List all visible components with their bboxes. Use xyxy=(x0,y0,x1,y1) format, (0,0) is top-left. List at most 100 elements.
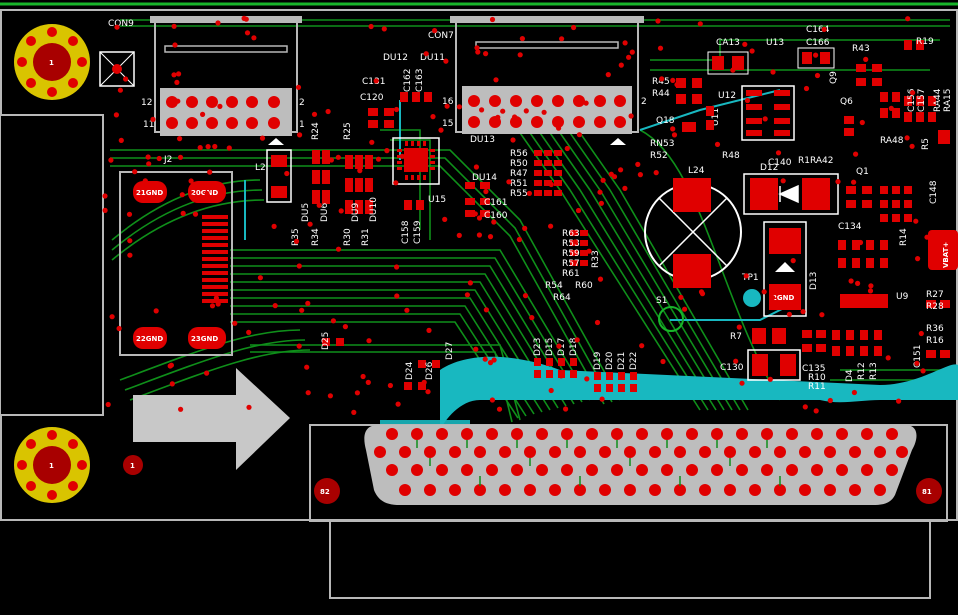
d12-pad-right[interactable] xyxy=(802,178,830,210)
via xyxy=(733,358,739,364)
r19-label: R19 xyxy=(916,37,934,47)
via xyxy=(780,178,786,184)
resistor-array-left[interactable] xyxy=(312,150,373,214)
via xyxy=(394,293,400,299)
j2-pad-23gnd[interactable] xyxy=(188,327,226,349)
via xyxy=(171,72,177,78)
via xyxy=(867,288,874,294)
vbat-pad[interactable] xyxy=(928,230,958,270)
r31-label: R31 xyxy=(361,228,371,246)
j2-signal-pads[interactable] xyxy=(202,215,228,303)
c157-label: C157 xyxy=(917,89,927,112)
s1-pad[interactable] xyxy=(658,306,684,332)
via xyxy=(105,401,111,408)
cyan-ground-pour xyxy=(440,356,958,430)
l2-pad-bottom[interactable] xyxy=(271,186,287,198)
r7-pad-right[interactable] xyxy=(772,328,786,344)
via xyxy=(483,51,489,57)
u15-body[interactable] xyxy=(404,148,428,172)
via xyxy=(800,309,806,315)
tp1-pad[interactable] xyxy=(743,289,761,307)
db-mount-82[interactable] xyxy=(314,478,340,504)
via xyxy=(482,356,488,362)
via xyxy=(109,314,115,320)
l2-pad-top[interactable] xyxy=(271,155,287,167)
d12-pad-left[interactable] xyxy=(750,178,778,210)
l24-pad-top[interactable] xyxy=(673,178,711,212)
via xyxy=(246,329,252,335)
l24-pad-bottom[interactable] xyxy=(673,254,711,288)
fiducial-pin1[interactable] xyxy=(123,455,143,475)
via xyxy=(102,207,108,213)
j2-pad-21gnd[interactable] xyxy=(133,181,167,203)
right-side-components[interactable] xyxy=(676,40,950,358)
d13-pad-top[interactable] xyxy=(769,228,801,254)
c158-label: C158 xyxy=(401,220,411,244)
via xyxy=(635,161,641,167)
ca13-pad-right[interactable] xyxy=(732,56,744,70)
via xyxy=(819,312,825,318)
u15-pins xyxy=(397,141,435,180)
r58-label: R58 xyxy=(562,239,580,249)
via xyxy=(189,194,195,200)
r16-label: R16 xyxy=(926,336,944,346)
via xyxy=(770,69,776,75)
via xyxy=(423,51,429,57)
via xyxy=(622,185,628,191)
via xyxy=(714,141,721,147)
via xyxy=(859,119,865,126)
via xyxy=(217,103,223,109)
u15-support-caps[interactable] xyxy=(368,92,490,217)
db-connector-pins[interactable] xyxy=(374,428,908,496)
r35-label: R35 xyxy=(291,228,301,246)
via xyxy=(399,153,405,159)
via xyxy=(473,164,479,170)
c166-pad-left[interactable] xyxy=(802,52,812,64)
con7-pin1-marker xyxy=(610,138,626,145)
s1-label: S1 xyxy=(656,296,667,306)
via xyxy=(243,16,249,22)
r25-label: R25 xyxy=(343,122,353,140)
j2-pad-22gnd[interactable] xyxy=(133,327,167,349)
via xyxy=(910,90,916,96)
via xyxy=(387,382,393,389)
j2-pad-22gnd-label: 22GND xyxy=(136,335,163,343)
d20-label: D20 xyxy=(605,351,615,370)
via xyxy=(272,303,278,309)
via xyxy=(354,390,360,396)
via xyxy=(226,145,232,151)
via xyxy=(670,126,676,132)
via xyxy=(597,189,603,195)
c130-pad-right[interactable] xyxy=(780,354,796,376)
mounting-hole-bottom-label: 1 xyxy=(49,462,54,470)
via xyxy=(215,20,221,26)
c134-label: C134 xyxy=(838,222,862,232)
via xyxy=(368,23,374,30)
via xyxy=(761,289,767,295)
via xyxy=(786,311,793,317)
via xyxy=(464,292,470,298)
r36-label: R36 xyxy=(926,324,944,334)
via xyxy=(284,170,290,177)
via xyxy=(204,190,210,197)
c130-pad-left[interactable] xyxy=(752,354,768,376)
con9-pin11-label: 11 xyxy=(143,120,154,130)
c164-label: C164 xyxy=(806,25,830,35)
via xyxy=(868,283,874,289)
via xyxy=(575,207,582,214)
u12-pins[interactable] xyxy=(746,90,790,136)
ca13-pad-left[interactable] xyxy=(712,56,724,70)
d22-label: D22 xyxy=(629,352,639,370)
via xyxy=(598,200,605,206)
db-mount-81[interactable] xyxy=(916,478,942,504)
l2-label: L2 xyxy=(255,163,266,173)
via xyxy=(511,114,518,120)
r34-label: R34 xyxy=(311,228,321,246)
r7-pad-left[interactable] xyxy=(752,328,766,344)
resistor-block-center[interactable] xyxy=(534,150,588,266)
con9-pins[interactable] xyxy=(166,96,280,129)
via xyxy=(384,148,390,154)
c166-pad-right[interactable] xyxy=(820,52,830,64)
con9-square-pad[interactable] xyxy=(99,51,135,87)
